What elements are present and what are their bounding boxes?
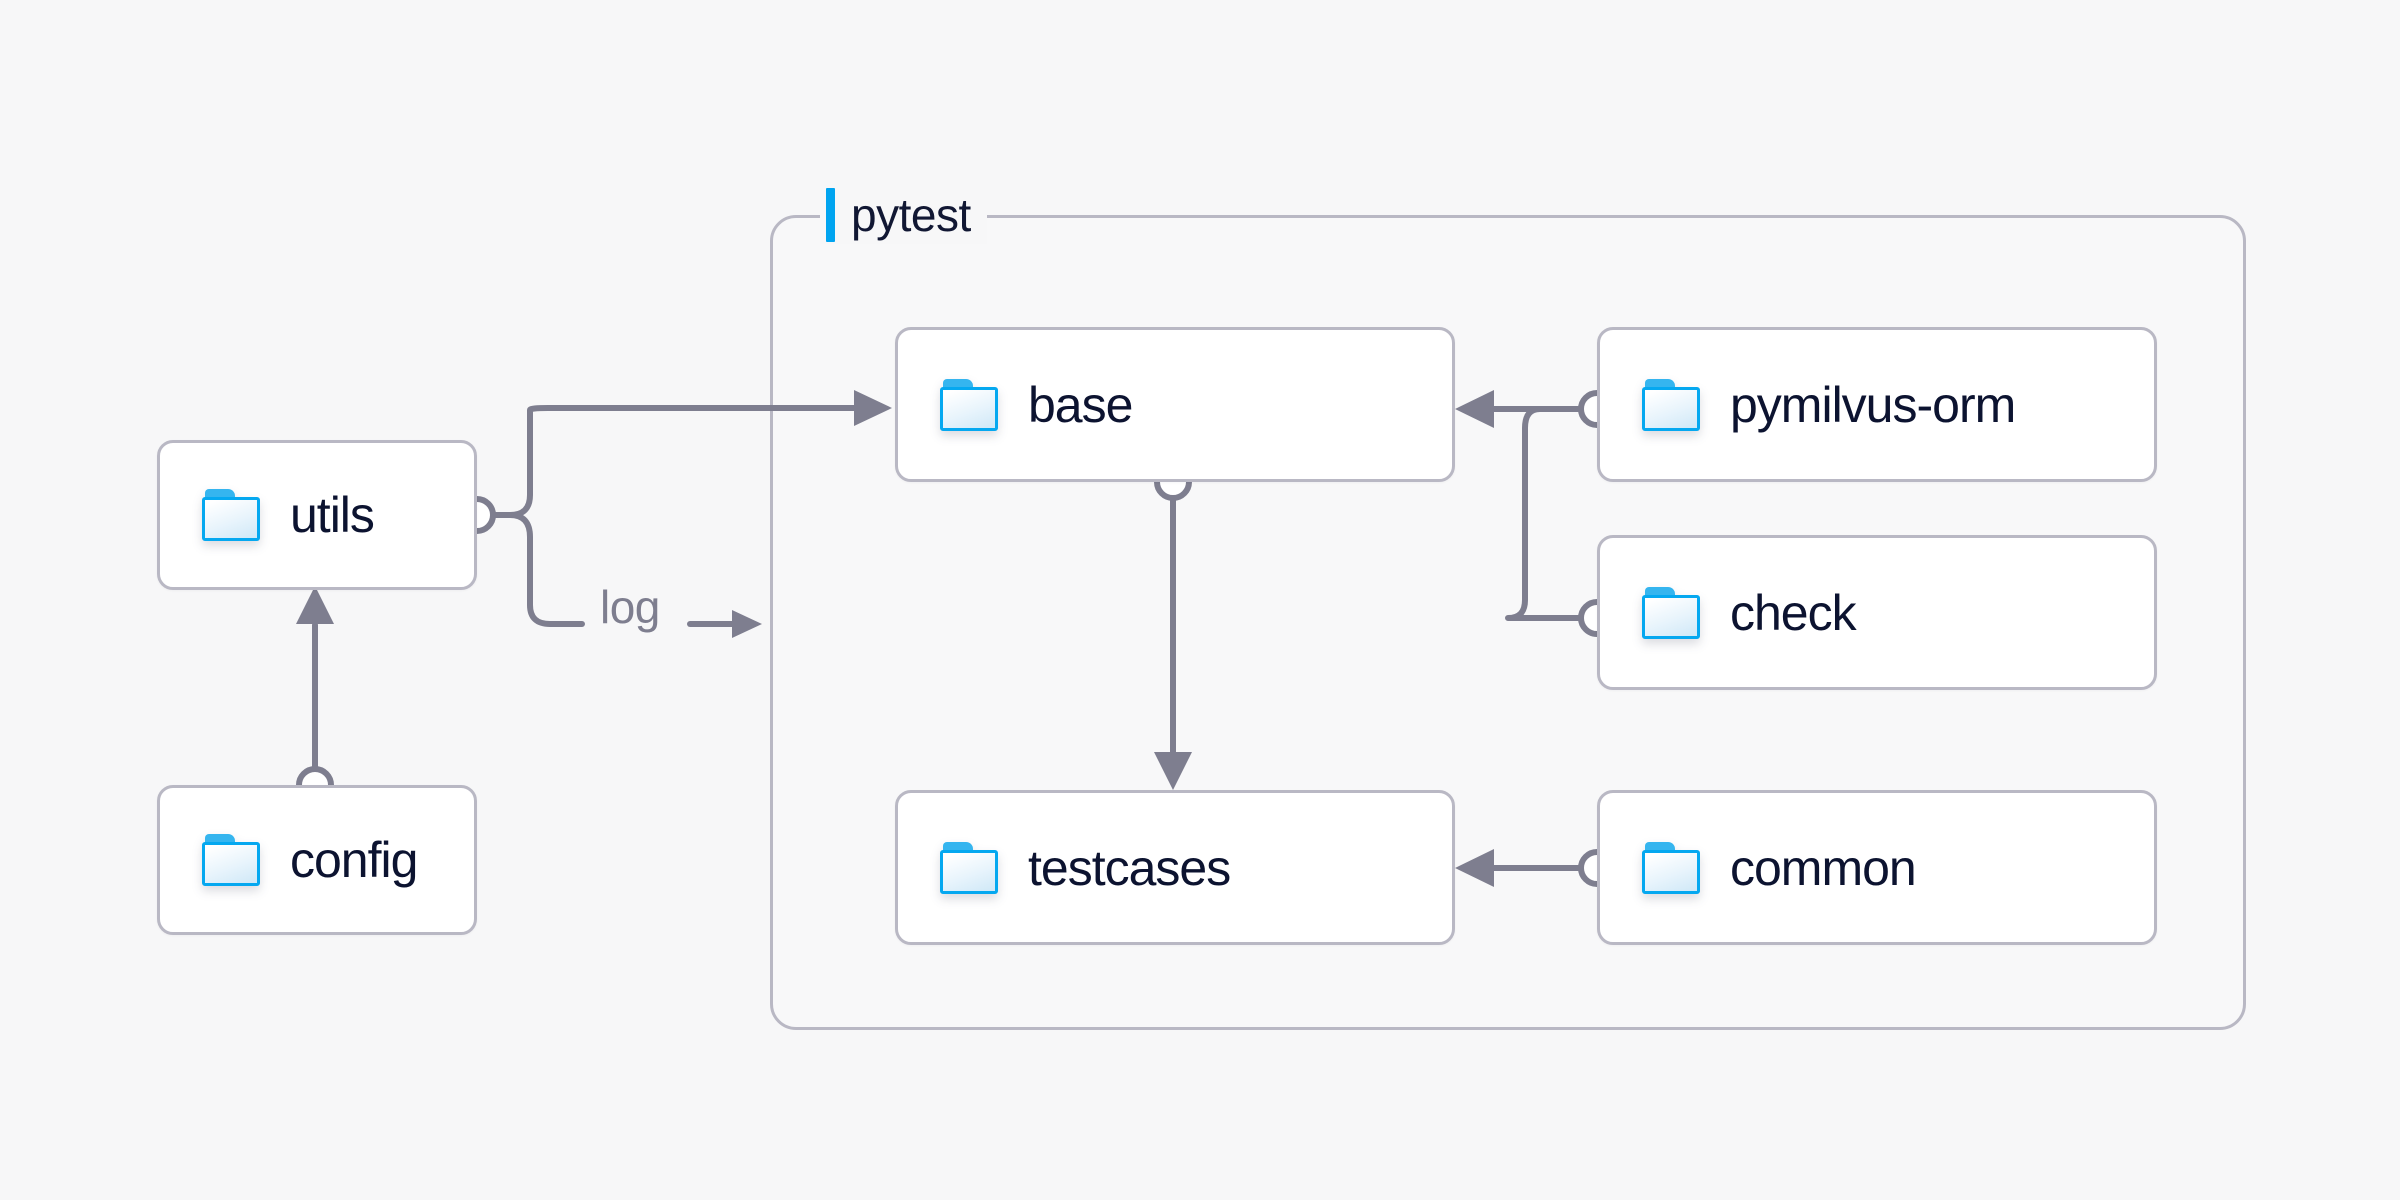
group-title-text: pytest — [851, 189, 971, 241]
node-label-config: config — [290, 832, 418, 888]
node-testcases[interactable]: testcases — [895, 790, 1455, 945]
edge-label-log: log — [600, 584, 660, 630]
node-common[interactable]: common — [1597, 790, 2157, 945]
folder-icon — [1642, 586, 1700, 639]
arrow-head-log — [732, 610, 762, 638]
node-label-testcases: testcases — [1028, 839, 1231, 896]
node-check[interactable]: check — [1597, 535, 2157, 690]
node-label-utils: utils — [290, 487, 375, 543]
folder-icon — [940, 378, 998, 431]
pytest-group-label: pytest — [820, 186, 987, 244]
edge-utils-to-log — [474, 512, 585, 627]
node-label-check: check — [1730, 584, 1857, 641]
node-label-common: common — [1730, 839, 1917, 896]
folder-icon-body — [202, 842, 260, 886]
folder-icon — [940, 841, 998, 894]
node-label-pymilvus-orm: pymilvus-orm — [1730, 376, 2016, 433]
folder-icon — [1642, 378, 1700, 431]
folder-icon — [202, 834, 260, 886]
edge-path-utils-log — [474, 512, 585, 627]
node-label-base: base — [1028, 376, 1133, 433]
edge-log-arrow — [687, 610, 762, 638]
folder-icon-body — [1642, 594, 1700, 639]
folder-icon-body — [202, 497, 260, 541]
folder-icon-body — [940, 849, 998, 894]
edge-config-to-utils — [296, 586, 334, 804]
group-accent-bar — [826, 188, 835, 242]
node-config[interactable]: config — [157, 785, 477, 935]
arrow-head-config-utils — [296, 586, 334, 624]
node-pymilvus-orm[interactable]: pymilvus-orm — [1597, 327, 2157, 482]
edge-label-log-text: log — [600, 581, 660, 633]
folder-icon — [202, 489, 260, 541]
node-utils[interactable]: utils — [157, 440, 477, 590]
folder-icon-body — [1642, 849, 1700, 894]
folder-icon — [1642, 841, 1700, 894]
node-base[interactable]: base — [895, 327, 1455, 482]
folder-icon-body — [940, 386, 998, 431]
folder-icon-body — [1642, 386, 1700, 431]
